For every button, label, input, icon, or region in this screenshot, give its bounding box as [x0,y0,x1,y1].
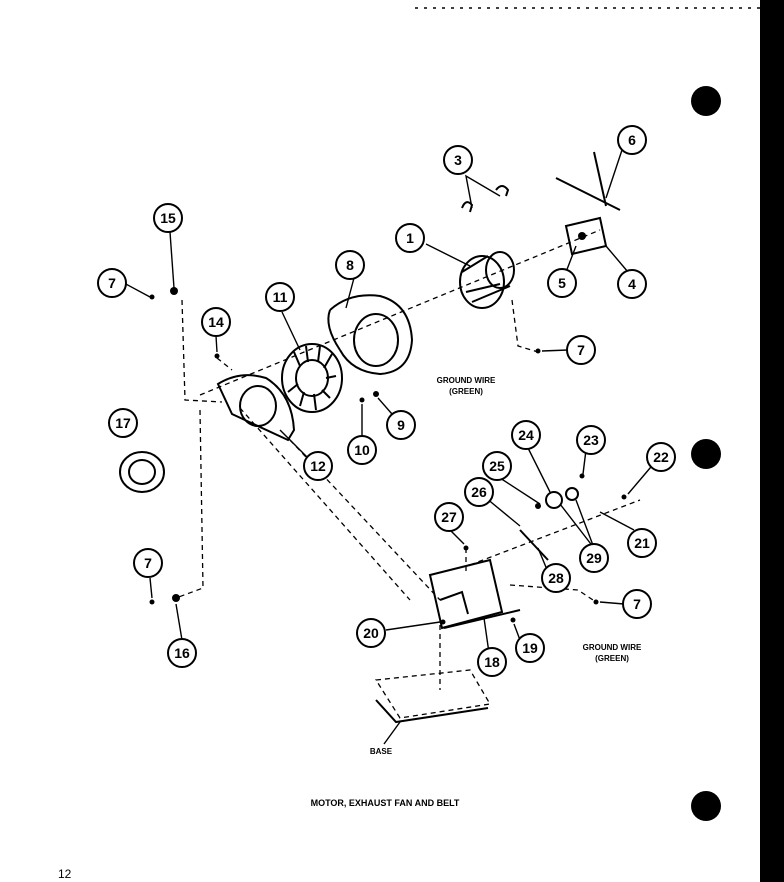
axis-16 [175,409,204,599]
svg-text:27: 27 [441,509,457,525]
callout-28: 28 [541,563,571,593]
callout-4: 4 [617,269,647,299]
callout-23: 23 [576,425,606,455]
ground-wire-path-1 [511,299,539,353]
axis-14 [216,357,233,371]
diagram-title: MOTOR, EXHAUST FAN AND BELT [311,798,460,808]
svg-text:6: 6 [628,132,636,148]
binder-hole [691,86,721,116]
svg-text:5: 5 [558,275,566,291]
ground-wire-label-1: GROUND WIRE [437,376,496,385]
callout-9: 9 [386,410,416,440]
callout-18: 18 [477,647,507,677]
callout-19: 19 [515,633,545,663]
callout-25: 25 [482,451,512,481]
callout-16: 16 [167,638,197,668]
svg-text:19: 19 [522,640,538,656]
svg-text:9: 9 [397,417,405,433]
callout-26: 26 [464,477,494,507]
callout-7c: 7 [133,548,163,578]
svg-text:17: 17 [115,415,131,431]
callout-3: 3 [443,145,473,175]
exhaust-fan-wheel [281,343,343,413]
svg-text:20: 20 [363,625,379,641]
idler-pulley-assembly [535,487,579,509]
fan-housing-cover [216,374,296,442]
callout-27: 27 [434,502,464,532]
housing-to-bracket [239,407,411,601]
base-plate [374,669,492,724]
callout-15: 15 [153,203,183,233]
base-label: BASE [370,747,393,756]
callout-7a: 7 [97,268,127,298]
callout-7b: 7 [566,335,596,365]
axis-15 [181,299,223,403]
svg-text:10: 10 [354,442,370,458]
ground-wire-label-2: GROUND WIRE [583,643,642,652]
ground-wire-sublabel-2: (GREEN) [595,654,629,663]
binder-hole [691,791,721,821]
callout-1: 1 [395,223,425,253]
fasteners [149,287,627,625]
svg-text:16: 16 [174,645,190,661]
bracket-axis [469,499,641,566]
svg-text:7: 7 [633,596,641,612]
callout-20: 20 [356,618,386,648]
seal-ring [119,451,165,493]
motor-shaft-axis [199,229,601,396]
drive-motor [459,251,515,309]
blower-housing [327,294,414,376]
svg-text:1: 1 [406,230,414,246]
svg-text:7: 7 [577,342,585,358]
callout-14: 14 [201,307,231,337]
ground-wire-sublabel-1: (GREEN) [449,387,483,396]
callout-21: 21 [627,528,657,558]
svg-text:14: 14 [208,314,224,330]
idler-arm [519,529,549,561]
callout-29: 29 [579,543,609,573]
page-number: 12 [58,867,72,881]
idler-pulley-bracket [564,216,608,256]
callout-10: 10 [347,435,377,465]
callout-12: 12 [303,451,333,481]
svg-text:29: 29 [586,550,602,566]
callout-11: 11 [265,282,295,312]
svg-text:22: 22 [653,449,669,465]
svg-text:12: 12 [310,458,326,474]
svg-text:3: 3 [454,152,462,168]
ground-wire-path-2 [509,584,597,603]
svg-text:18: 18 [484,654,500,670]
base-leader [383,721,401,745]
svg-text:15: 15 [160,210,176,226]
svg-text:7: 7 [144,555,152,571]
svg-text:8: 8 [346,257,354,273]
page-edge [760,0,784,882]
callout-5: 5 [547,268,577,298]
motor-mount-bracket [428,558,521,630]
callout-17: 17 [108,408,138,438]
callout-7d: 7 [622,589,652,619]
binder-hole [691,439,721,469]
svg-text:21: 21 [634,535,650,551]
svg-text:4: 4 [628,276,636,292]
svg-text:28: 28 [548,570,564,586]
svg-text:11: 11 [273,289,288,305]
callout-22: 22 [646,442,676,472]
svg-text:7: 7 [108,275,116,291]
leader-lines [123,149,657,661]
svg-text:24: 24 [518,427,534,443]
callout-8: 8 [335,250,365,280]
svg-text:25: 25 [489,458,505,474]
svg-text:23: 23 [583,432,599,448]
callout-6: 6 [617,125,647,155]
drive-belt [555,151,621,211]
svg-text:26: 26 [471,484,487,500]
callout-24: 24 [511,420,541,450]
